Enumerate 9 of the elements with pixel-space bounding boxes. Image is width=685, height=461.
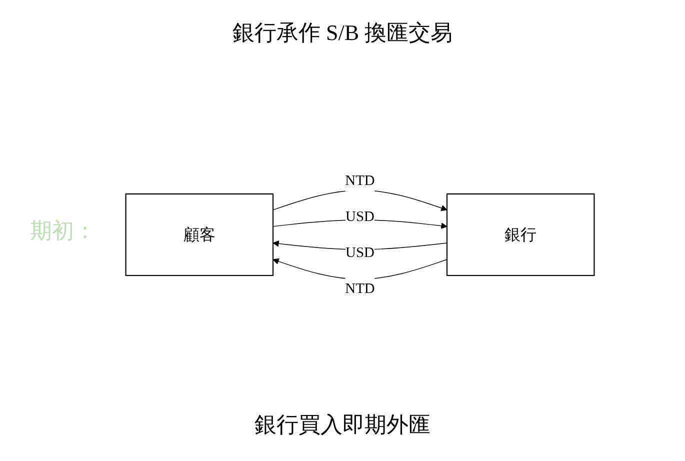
edge-label: NTD bbox=[345, 172, 375, 189]
node-box: 顧客 bbox=[125, 194, 274, 276]
diagram-caption: 銀行買入即期外匯 bbox=[254, 411, 432, 439]
edge-label: USD bbox=[346, 245, 374, 261]
edge-label: USD bbox=[346, 209, 374, 225]
diagram-title: 銀行承作 S/B 換匯交易 bbox=[231, 19, 454, 47]
note-label: 期初： bbox=[30, 216, 96, 244]
edge-label: NTD bbox=[345, 281, 375, 298]
node-box: 銀行 bbox=[446, 194, 595, 276]
